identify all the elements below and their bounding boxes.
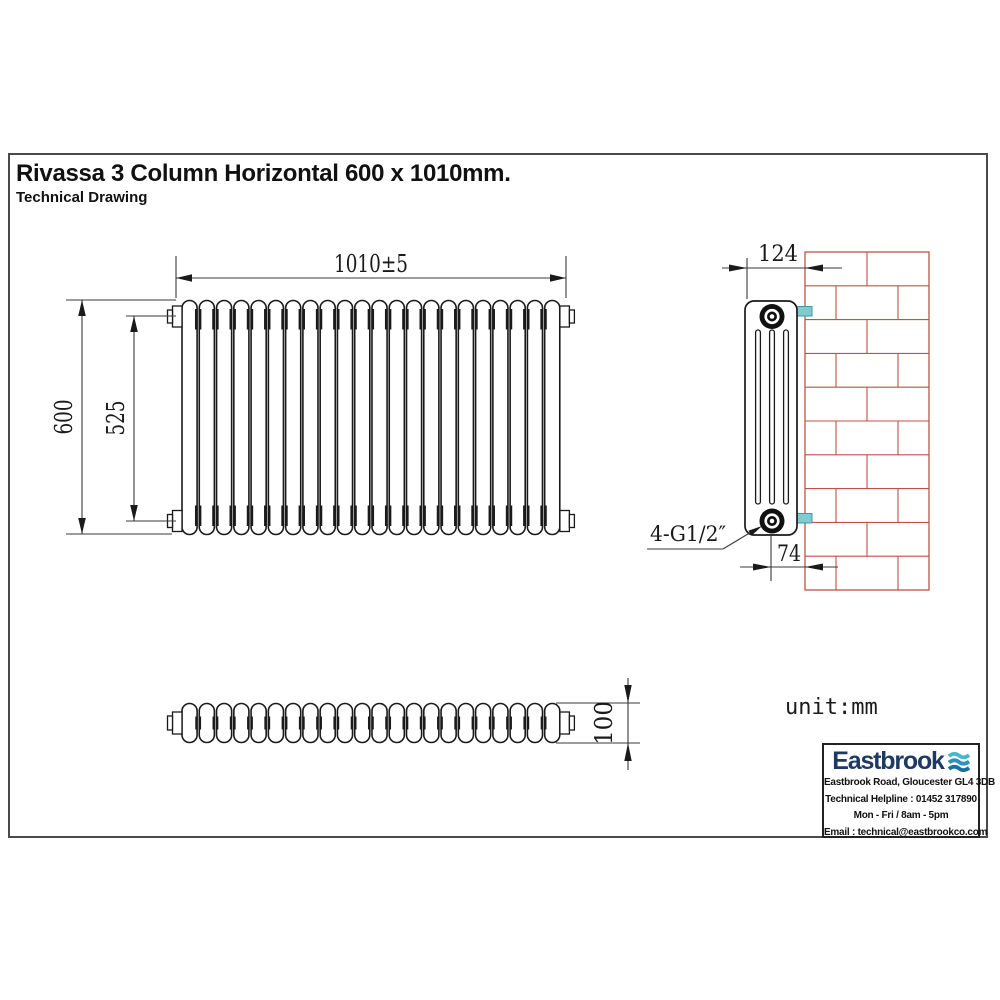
plan-columns bbox=[181, 702, 561, 744]
eastbrook-address: Eastbrook Road, Gloucester GL4 3DB bbox=[824, 777, 995, 788]
plan-end-caps bbox=[166, 711, 576, 735]
dim-100-label: 100 bbox=[590, 701, 618, 745]
side-valve-bottom bbox=[759, 508, 785, 534]
front-view: 1010±5 600 525 bbox=[50, 250, 576, 536]
dim-depth-wall-label: 124 bbox=[758, 242, 798, 267]
connection-label: 4-G1/2″ bbox=[650, 522, 726, 546]
dim-centres-label: 525 bbox=[102, 401, 130, 436]
page-subtitle: Technical Drawing bbox=[16, 189, 148, 206]
wall-bracket-bottom bbox=[796, 513, 813, 524]
manufacturer-info-box: Eastbrook Eastbrook Road, Gloucester GL4… bbox=[822, 743, 995, 838]
side-view: 124 74 4-G1/2″ bbox=[647, 242, 930, 591]
dimension-overall-height: 600 bbox=[50, 299, 176, 535]
eastbrook-hours: Mon - Fri / 8am - 5pm bbox=[853, 810, 949, 821]
eastbrook-logo: Eastbrook bbox=[824, 748, 978, 775]
dimension-overall-width: 1010±5 bbox=[175, 250, 567, 298]
eastbrook-helpline: Technical Helpline : 01452 317890 bbox=[825, 793, 977, 805]
unit-label: unit:mm bbox=[785, 695, 878, 720]
side-column-slots bbox=[754, 329, 790, 505]
eastbrook-waves-icon bbox=[947, 751, 970, 772]
dim-height-label: 600 bbox=[50, 400, 78, 435]
wall-bracket-top bbox=[796, 306, 813, 317]
plan-view: 100 bbox=[166, 678, 640, 770]
dimension-depth: 100 bbox=[556, 678, 640, 770]
page-title: Rivassa 3 Column Horizontal 600 x 1010mm… bbox=[16, 160, 511, 187]
eastbrook-email: Email : technical@eastbrookco.com bbox=[824, 826, 988, 838]
dimension-wall-to-pipe: 74 bbox=[740, 536, 838, 581]
brick-wall bbox=[804, 251, 930, 591]
front-columns bbox=[181, 299, 561, 536]
dimension-wall-to-front: 124 bbox=[722, 242, 842, 299]
dim-width-label: 1010±5 bbox=[334, 250, 408, 278]
dimension-tapping-centres: 525 bbox=[102, 315, 176, 522]
side-valve-top bbox=[759, 304, 785, 329]
connection-leader: 4-G1/2″ bbox=[647, 522, 762, 550]
eastbrook-logo-text: Eastbrook bbox=[832, 747, 945, 775]
dim-pipe-label: 74 bbox=[777, 542, 801, 567]
